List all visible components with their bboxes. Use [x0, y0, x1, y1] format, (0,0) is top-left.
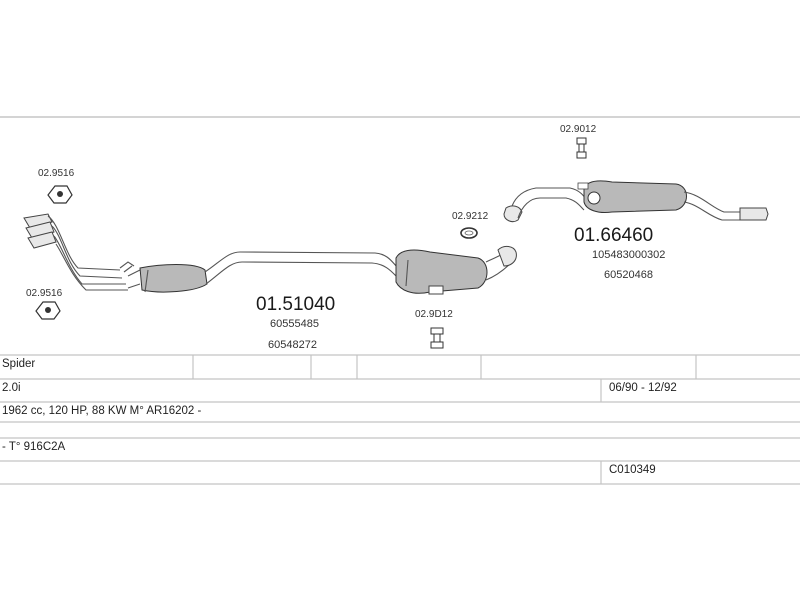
exhaust-manifold [23, 213, 135, 291]
vehicle-years: 06/90 - 12/92 [609, 382, 677, 394]
vehicle-table-grid [0, 354, 800, 485]
part-code-front-pipe: 01.51040 [256, 294, 335, 315]
middle-silencer [395, 245, 517, 295]
hanger-top [576, 137, 587, 159]
hanger-mid [430, 327, 444, 349]
part-code-hanger-mid: 02.9D12 [415, 309, 453, 320]
vehicle-specs: 1962 cc, 120 HP, 88 KW M° AR16202 - [2, 405, 202, 417]
catalog-number: C010349 [609, 464, 656, 476]
rear-silencer-ref-2: 60520468 [604, 269, 653, 281]
front-pipe-with-resonator [127, 251, 399, 293]
front-pipe-ref-1: 60555485 [270, 318, 319, 330]
rear-silencer-ref-1: 105483000302 [592, 249, 665, 261]
rear-pipe [503, 187, 589, 223]
gasket-top-left [47, 185, 73, 204]
vehicle-engine: 2.0i [2, 382, 21, 394]
part-code-clamp: 02.9212 [452, 211, 489, 222]
rear-silencer [577, 180, 769, 221]
vehicle-type: - T° 916C2A [2, 441, 66, 453]
part-code-rear-silencer: 01.66460 [574, 225, 653, 246]
part-code-hanger-top: 02.9012 [560, 124, 597, 135]
clamp-02-9212 [460, 227, 478, 239]
front-pipe-ref-2: 60548272 [268, 339, 317, 351]
part-code-gasket-bottom-left: 02.9516 [26, 288, 63, 299]
vehicle-model: Spider [2, 358, 36, 370]
gasket-bottom-left [35, 301, 61, 320]
part-code-gasket-top-left: 02.9516 [38, 168, 75, 179]
